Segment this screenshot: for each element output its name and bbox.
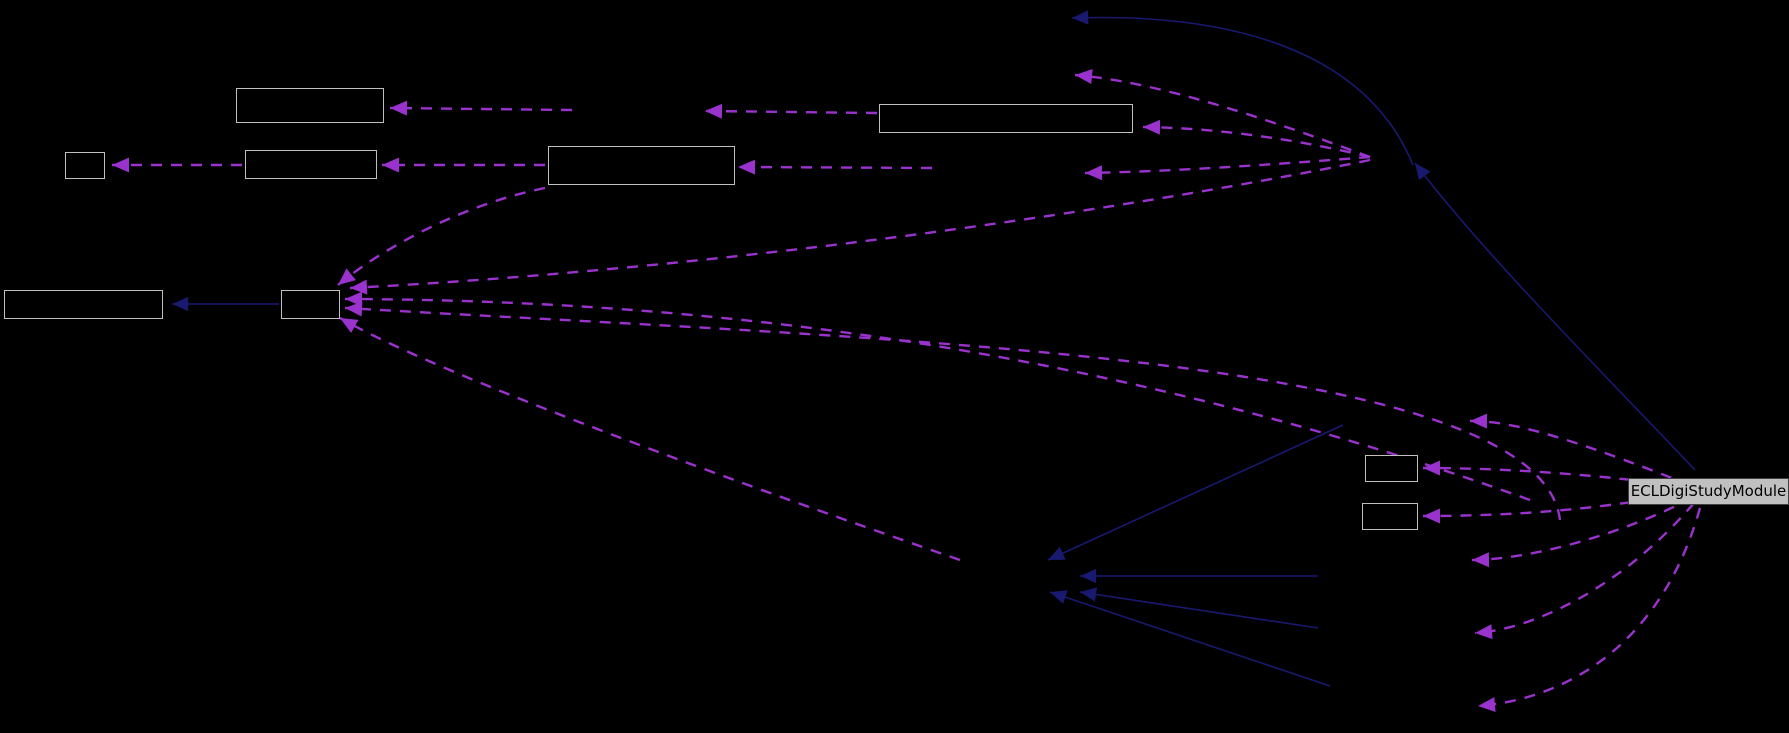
graph-edge-arrowhead [738, 159, 756, 175]
graph-edge [1074, 73, 1371, 159]
graph-edge [389, 106, 573, 112]
graph-edge [1047, 424, 1344, 561]
graph-edge-arrowhead [1415, 163, 1431, 181]
graph-edge [337, 186, 546, 286]
graph-edge-arrowhead [338, 268, 356, 285]
graph-edge-arrowhead [1085, 165, 1103, 181]
graph-edge [704, 109, 878, 115]
graph-edge-arrowhead [1072, 10, 1089, 25]
graph-edge-arrowhead [1472, 552, 1490, 568]
graph-edge [1477, 507, 1702, 708]
graph-edge-arrowhead [1423, 508, 1441, 524]
graph-edge-arrowhead [1470, 413, 1488, 429]
graph-edge [1142, 125, 1371, 159]
graph-edge-arrowhead [1048, 546, 1066, 560]
graph-edge-arrowhead [345, 291, 363, 307]
graph-edge-arrowhead [382, 157, 399, 173]
graph-edge-arrowhead [1075, 69, 1093, 84]
graph-node[interactable] [65, 152, 105, 179]
graph-edge [1414, 162, 1696, 471]
graph-edge-arrowhead [112, 157, 129, 173]
graph-node[interactable] [236, 88, 384, 123]
graph-node[interactable] [548, 146, 735, 185]
graph-edge-arrowhead [1478, 697, 1496, 713]
graph-edge-arrowhead [390, 100, 408, 116]
graph-node[interactable] [1362, 503, 1418, 530]
graph-edge [349, 158, 1371, 290]
graph-edge [1471, 496, 1693, 562]
graph-edge [339, 316, 961, 562]
graph-edge [737, 165, 933, 170]
graph-node[interactable] [281, 290, 340, 319]
graph-edge [344, 306, 1562, 521]
graph-node[interactable] [879, 104, 1133, 133]
graph-edge-arrowhead [172, 296, 189, 312]
graph-node-current[interactable]: ECLDigiStudyModule [1628, 478, 1789, 505]
graph-edge [1474, 502, 1695, 635]
graph-edge-arrowhead [1475, 624, 1493, 640]
graph-node[interactable] [245, 150, 377, 179]
graph-edge [1084, 155, 1371, 175]
graph-edge-arrowhead [1080, 587, 1098, 602]
graph-edge-arrowhead [1423, 460, 1441, 476]
graph-edge-arrowhead [1050, 590, 1068, 604]
graph-edge [1469, 419, 1691, 487]
graph-edge [1079, 591, 1319, 629]
graph-edge-arrowhead [350, 279, 368, 295]
graph-edge [1049, 591, 1331, 687]
graph-node[interactable] [1365, 455, 1418, 482]
graph-edge [1071, 16, 1414, 166]
graph-node-label: ECLDigiStudyModule [1630, 482, 1787, 500]
graph-node[interactable] [4, 290, 163, 319]
graph-edge-arrowhead [345, 301, 363, 317]
graph-edge-arrowhead [1080, 568, 1097, 584]
graph-edge-arrowhead [705, 103, 723, 119]
graph-edge-arrowhead [340, 318, 359, 333]
graph-edge-arrowhead [1143, 119, 1161, 135]
